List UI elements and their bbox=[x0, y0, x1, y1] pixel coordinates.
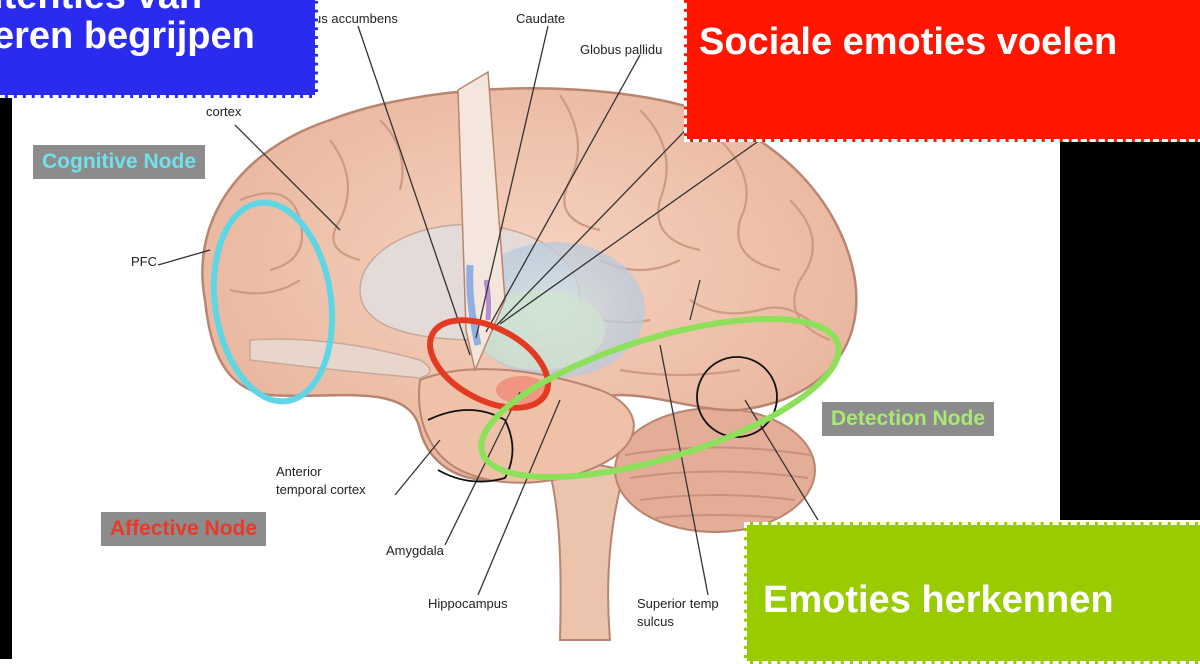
cognitive-node-badge: Cognitive Node bbox=[33, 145, 205, 179]
brainstem bbox=[545, 455, 625, 640]
label-pfc: PFC bbox=[131, 254, 157, 269]
callout-blue-line2: eren begrijpen bbox=[0, 15, 255, 58]
label-amygdala: Amygdala bbox=[386, 543, 444, 558]
callout-intenties-begrijpen: itenties van eren begrijpen bbox=[0, 0, 318, 98]
label-anterior-temporal-1: Anterior bbox=[276, 464, 322, 479]
label-cortex: cortex bbox=[206, 104, 241, 119]
label-globus-pallidus: Globus pallidu bbox=[580, 42, 662, 57]
callout-red-text: Sociale emoties voelen bbox=[699, 21, 1117, 64]
black-bar-right bbox=[1060, 140, 1200, 520]
label-superior-temporal-2: sulcus bbox=[637, 614, 674, 629]
label-hippocampus: Hippocampus bbox=[428, 596, 508, 611]
label-nucleus-accumbens: us accumbens bbox=[314, 11, 398, 26]
affective-node-badge: Affective Node bbox=[101, 512, 266, 546]
black-bar-left bbox=[0, 95, 12, 659]
callout-emoties-herkennen: Emoties herkennen bbox=[744, 522, 1200, 664]
callout-green-text: Emoties herkennen bbox=[763, 579, 1114, 622]
detection-node-badge: Detection Node bbox=[822, 402, 994, 436]
callout-sociale-emoties-voelen: Sociale emoties voelen bbox=[684, 0, 1200, 142]
cerebellum bbox=[615, 408, 815, 532]
label-anterior-temporal-2: temporal cortex bbox=[276, 482, 366, 497]
label-caudate: Caudate bbox=[516, 11, 565, 26]
label-superior-temporal-1: Superior temp bbox=[637, 596, 719, 611]
